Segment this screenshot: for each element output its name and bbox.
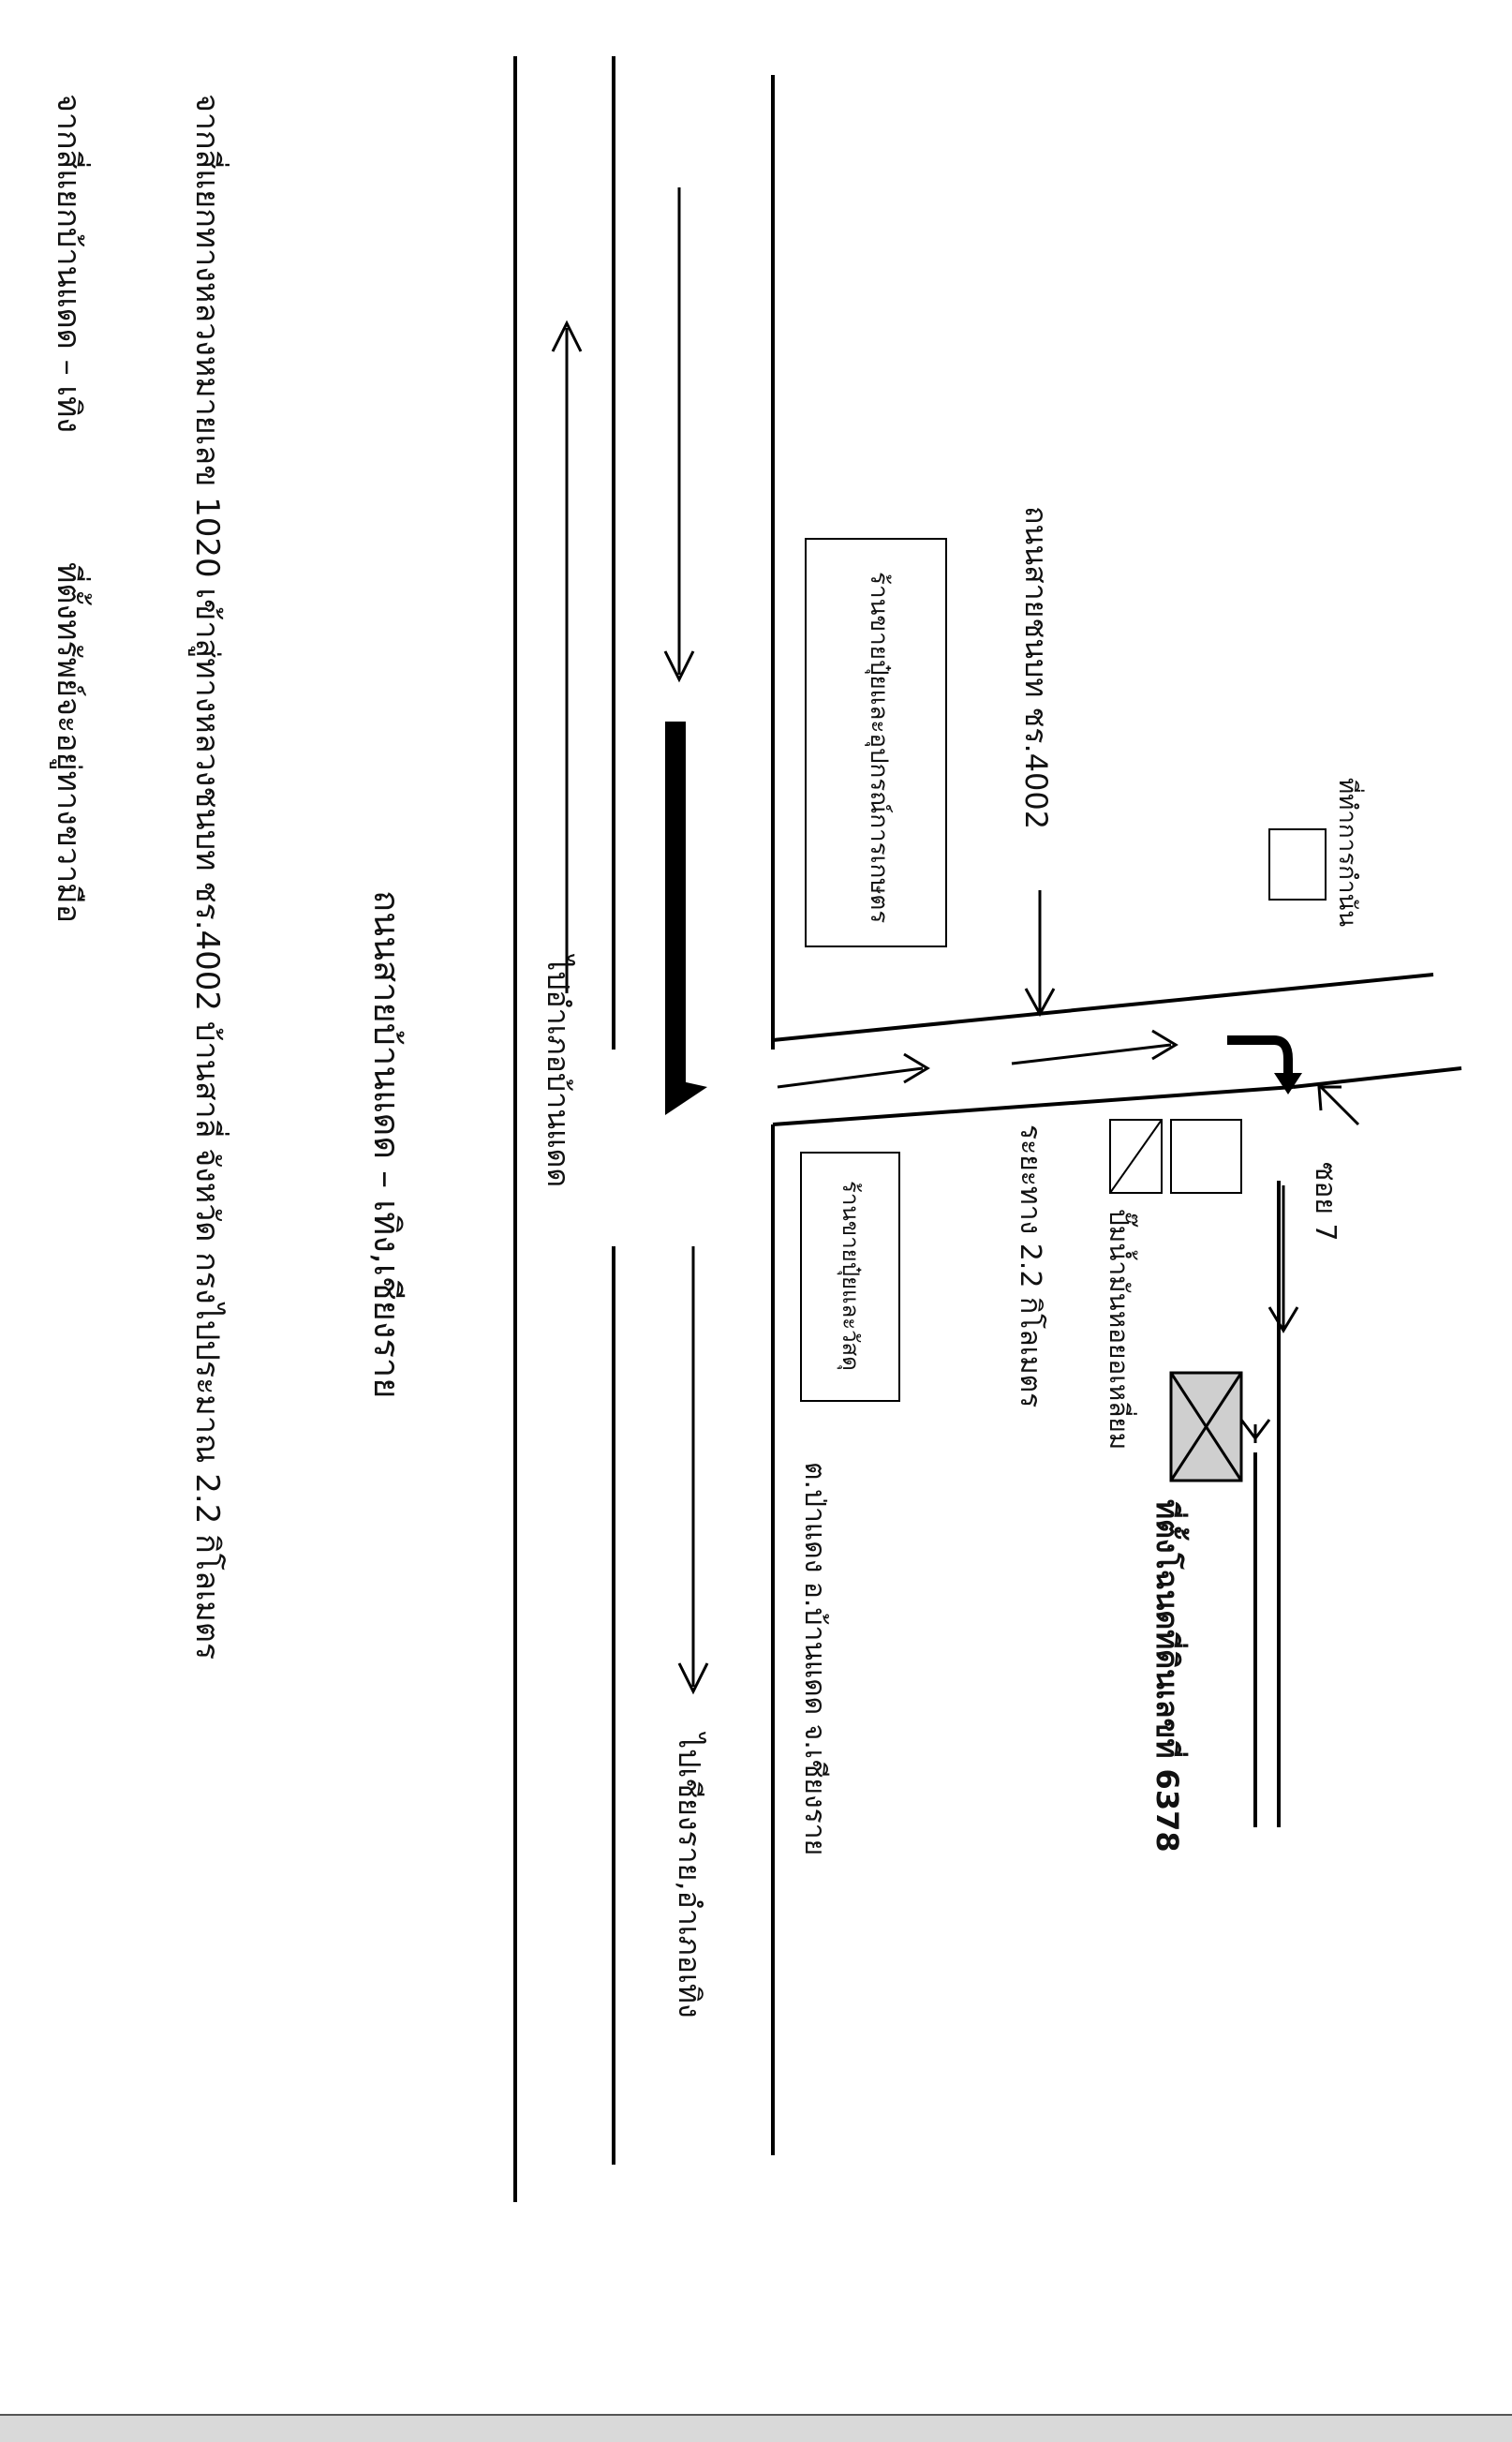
note-line-1: จากสี่แยกบ้านแดด – เทิง	[50, 94, 91, 433]
soi-label: ซอย 7	[1309, 1162, 1342, 1242]
side-road	[772, 973, 1462, 1827]
distance-label: ระยะทาง 2.2 กิโลเมตร	[1014, 1124, 1047, 1407]
note-line-3: ที่ตั้งทรัพย์จะอยู่ทางขวามือ	[50, 562, 92, 923]
village-label: ที่ทำการกำนัน	[1333, 778, 1365, 927]
turn-arrow-head	[1274, 1073, 1302, 1094]
highway-direction-arrows	[551, 187, 709, 1695]
map-title: ถนนสายบ้านแดด – เทิง,เชียงราย	[366, 890, 408, 1398]
subject-property-marker	[1169, 1371, 1243, 1482]
direction-down-label: ไปเชียงราย,อำเภอเทิง	[672, 1731, 707, 2018]
notes: จากสี่แยกบ้านแดด – เทิง จากสี่แยกทางหลวง…	[50, 94, 230, 1660]
side-road-arrows	[777, 1029, 1360, 1443]
road-label-pointer-head	[1024, 988, 1056, 1018]
landmark-top-label: ร้านขายปุ๋ยและอุปกรณ์การเกษตร	[865, 572, 893, 923]
village-box	[1268, 828, 1327, 901]
landmark-bottom-box	[800, 1152, 900, 1402]
turn-arrow	[1227, 1035, 1293, 1078]
landmark-top-box	[805, 538, 947, 947]
main-highway	[513, 56, 775, 2202]
well-label: ปั๊มน้ำมันหอยอเหลี่ยม	[1104, 1209, 1138, 1450]
road-label: ถนนสายชนบท ชร.4002	[1018, 506, 1054, 829]
note-line-2: จากสี่แยกทางหลวงหมายเลข 1020 เข้าสู่ทางห…	[188, 94, 230, 1660]
landmark-bottom-label: ร้านขายปุ๋ยและวัสดุ	[837, 1181, 864, 1371]
route-arrow	[665, 722, 707, 1115]
well-symbol	[1109, 1119, 1242, 1194]
location-label: ต.ป่าแดง อ.บ้านแดด จ.เชียงราย	[798, 1462, 831, 1855]
page-bottom-strip	[0, 2414, 1512, 2442]
direction-up-label: ไปอำเภอบ้านแดด	[541, 953, 576, 1187]
subject-property-label: ที่ตั้งโฉนดที่ดินเลขที่ 6378	[1149, 1499, 1190, 1853]
